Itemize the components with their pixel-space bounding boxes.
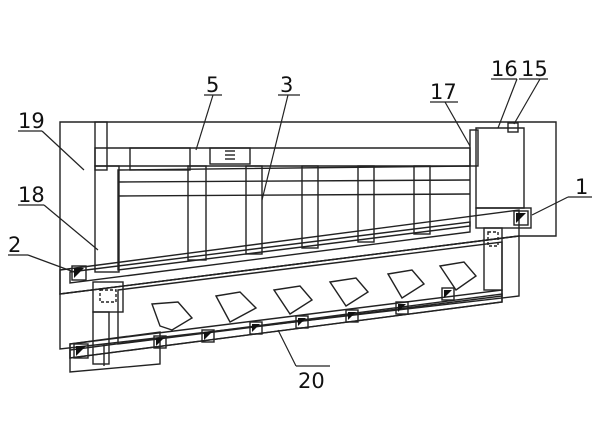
marker-square bbox=[73, 343, 89, 359]
upper-drift bbox=[94, 147, 471, 171]
marker-square bbox=[249, 321, 263, 335]
callout-3: 3 bbox=[280, 73, 293, 97]
lower-haulage-tunnel bbox=[69, 289, 503, 373]
callout-1: 1 bbox=[575, 175, 588, 199]
marker-square bbox=[201, 329, 215, 343]
callout-labels: 19 18 2 5 3 17 16 15 1 20 bbox=[8, 57, 588, 393]
callout-15: 15 bbox=[521, 57, 548, 81]
callout-18: 18 bbox=[18, 183, 45, 207]
marker-square bbox=[295, 315, 309, 329]
callout-17: 17 bbox=[430, 80, 457, 104]
left-chute bbox=[92, 281, 124, 365]
callout-19: 19 bbox=[18, 109, 45, 133]
callout-5: 5 bbox=[206, 73, 219, 97]
marker-square bbox=[395, 301, 409, 315]
sloped-haulage-drift bbox=[59, 207, 532, 295]
marker-squares bbox=[71, 210, 529, 359]
left-raise bbox=[94, 121, 120, 273]
callout-16: 16 bbox=[491, 57, 518, 81]
callout-2: 2 bbox=[8, 233, 21, 257]
marker-square bbox=[513, 210, 529, 226]
marker-square bbox=[71, 265, 87, 281]
marker-square bbox=[441, 287, 455, 301]
marker-square bbox=[153, 335, 167, 349]
callout-20: 20 bbox=[298, 369, 325, 393]
right-block bbox=[469, 122, 525, 209]
leader-lines bbox=[8, 78, 592, 367]
marker-square bbox=[345, 309, 359, 323]
